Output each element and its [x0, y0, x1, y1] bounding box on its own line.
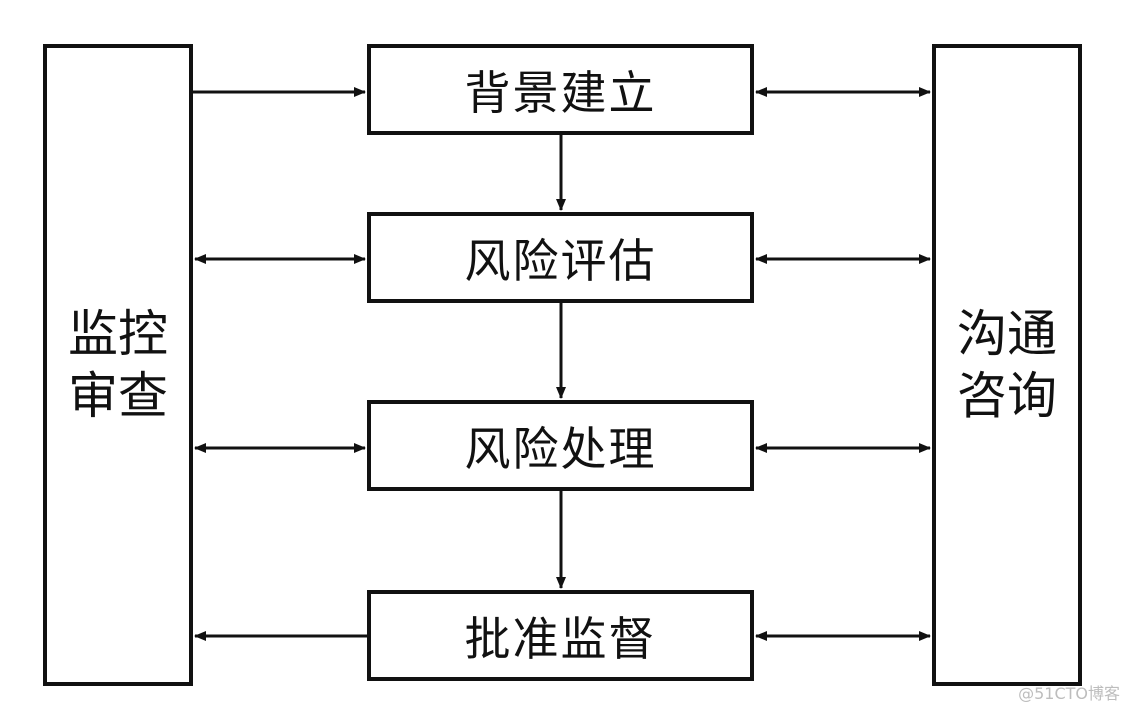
monitor-review-panel: 监控审查: [43, 44, 193, 686]
step-background-establish: 背景建立: [367, 44, 754, 135]
communication-consult-label: 沟通咨询: [957, 305, 1057, 425]
step-label: 风险评估: [464, 233, 657, 288]
step-label: 批准监督: [464, 611, 657, 666]
step-risk-assessment: 风险评估: [367, 212, 754, 303]
step-risk-treatment: 风险处理: [367, 400, 754, 491]
communication-consult-panel: 沟通咨询: [932, 44, 1082, 686]
monitor-review-label: 监控审查: [68, 305, 168, 425]
watermark-text: @51CTO博客: [1018, 684, 1120, 703]
step-label: 风险处理: [464, 421, 657, 476]
step-approval-supervision: 批准监督: [367, 590, 754, 681]
step-label: 背景建立: [464, 65, 657, 120]
